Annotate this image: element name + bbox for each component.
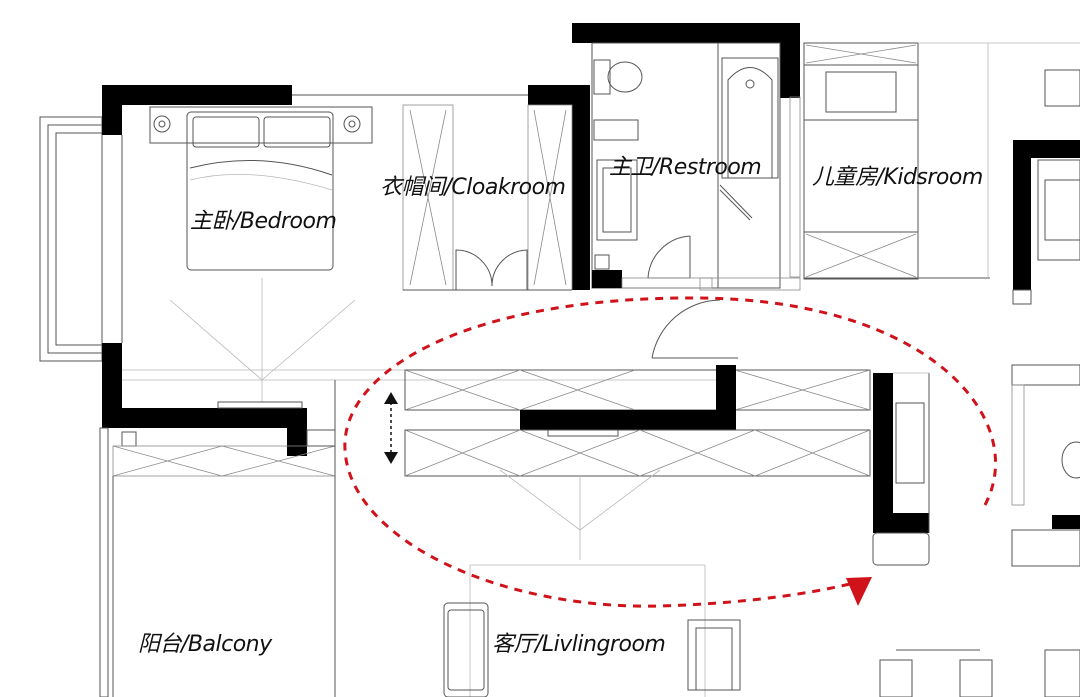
armchair-icon — [687, 619, 741, 691]
room-label-restroom: 主卫/Restroom — [609, 155, 761, 180]
balcony — [99, 380, 336, 697]
cloakroom — [402, 85, 590, 291]
room-label-balcony: 阳台/Balcony — [138, 632, 273, 657]
kidsroom — [789, 42, 1080, 280]
room-label-livingroom: 客厅/Livlingroom — [492, 632, 665, 657]
bed — [149, 106, 373, 271]
restroom — [572, 23, 801, 291]
living-room — [443, 469, 993, 697]
right-edge-rooms — [1011, 69, 1080, 697]
tv-wall — [872, 372, 930, 566]
bedroom-guide-lines — [169, 278, 356, 402]
sofa-icon — [443, 602, 489, 697]
bay-window — [39, 116, 103, 362]
corridor-cabinets — [404, 299, 871, 477]
room-label-kidsroom: 儿童房/Kidsroom — [812, 165, 983, 190]
double-arrow-icon — [384, 392, 398, 464]
room-label-cloakroom: 衣帽间/Cloakroom — [380, 175, 565, 200]
circulation-arrow-icon — [343, 296, 997, 608]
room-label-bedroom: 主卧/Bedroom — [190, 209, 336, 234]
bathtub-icon — [721, 57, 779, 179]
toilet-icon — [593, 59, 643, 95]
